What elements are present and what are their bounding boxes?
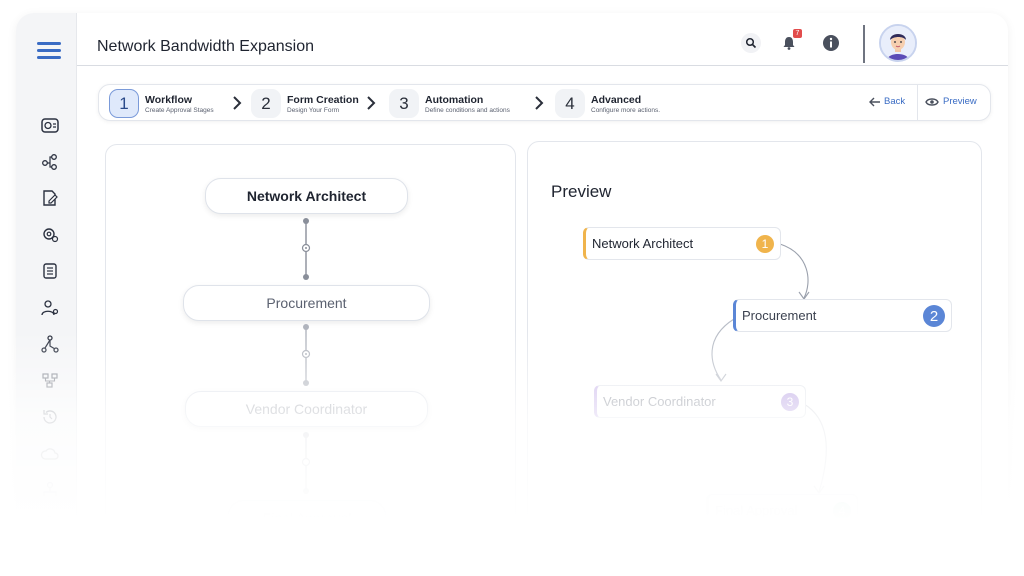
dashboard-icon[interactable] — [40, 116, 60, 136]
back-button[interactable]: Back — [869, 96, 905, 107]
step-subtitle: Design Your Form — [287, 106, 340, 114]
step-title: Automation — [425, 93, 484, 106]
notification-badge: 7 — [793, 29, 802, 38]
stage-node-final-approval[interactable]: Final Approval — [228, 500, 386, 533]
step-number: 3 — [389, 89, 419, 118]
org-chart-icon[interactable] — [40, 370, 60, 390]
preview-node-label: Final Approval — [715, 503, 798, 518]
app-window: Network Bandwidth Expansion 7 — [16, 13, 1008, 533]
cloud-settings-icon[interactable] — [40, 444, 60, 464]
eye-icon — [925, 97, 939, 106]
header: Network Bandwidth Expansion 7 — [77, 13, 1008, 66]
workflow-builder-panel: Network Architect Procurement Vendor Coo… — [105, 144, 516, 533]
chevron-right-icon — [367, 96, 376, 110]
form-edit-icon[interactable] — [40, 188, 60, 208]
step-form-creation[interactable]: 2 Form Creation Design Your Form — [251, 89, 359, 118]
stage-node-vendor-coordinator[interactable]: Vendor Coordinator — [185, 391, 428, 427]
step-subtitle: Create Approval Stages — [145, 106, 214, 114]
preview-node-label: Vendor Coordinator — [603, 394, 716, 409]
settings-gear-icon[interactable] — [40, 225, 60, 245]
preview-flow-arrows — [711, 243, 827, 494]
step-number: 1 — [109, 89, 139, 118]
arrow-left-icon — [869, 97, 880, 106]
document-list-icon[interactable] — [40, 261, 60, 281]
avatar[interactable] — [879, 24, 917, 62]
step-automation[interactable]: 3 Automation Define conditions and actio… — [389, 89, 510, 118]
step-number: 4 — [555, 89, 585, 118]
history-icon[interactable] — [40, 407, 60, 427]
menu-icon[interactable] — [37, 42, 61, 60]
workflow-icon[interactable] — [40, 152, 60, 172]
preview-panel: Preview Network Architect 1 Procurement … — [527, 141, 982, 533]
page-title: Network Bandwidth Expansion — [97, 38, 315, 55]
preview-node-label: Network Architect — [592, 236, 694, 251]
stage-node-procurement[interactable]: Procurement — [183, 285, 430, 321]
preview-node-number: 4 — [833, 502, 851, 520]
preview-node-network-architect[interactable]: Network Architect 1 — [583, 227, 781, 260]
users-settings-icon[interactable] — [40, 298, 60, 318]
step-number: 2 — [251, 89, 281, 118]
stage-node-network-architect[interactable]: Network Architect — [205, 178, 408, 214]
search-icon[interactable] — [741, 33, 761, 53]
stage-connector — [301, 218, 311, 280]
bell-icon[interactable]: 7 — [779, 29, 802, 53]
user-icon[interactable] — [40, 513, 60, 533]
chevron-right-icon — [535, 96, 544, 110]
preview-label: Preview — [943, 96, 977, 107]
step-title: Workflow — [145, 93, 193, 106]
preview-node-label: Procurement — [742, 308, 817, 323]
step-subtitle: Configure more actions. — [591, 106, 661, 114]
preview-node-final-approval[interactable]: Final Approval 4 — [706, 494, 858, 527]
preview-node-procurement[interactable]: Procurement 2 — [733, 299, 952, 332]
step-title: Advanced — [591, 93, 642, 106]
stage-connector — [301, 324, 311, 386]
header-divider — [863, 25, 865, 63]
preview-node-vendor-coordinator[interactable]: Vendor Coordinator 3 — [594, 385, 806, 418]
stage-connector — [301, 432, 311, 494]
preview-node-number: 1 — [756, 235, 774, 253]
preview-node-number: 2 — [923, 305, 945, 327]
team-tree-icon[interactable] — [40, 480, 60, 500]
step-advanced[interactable]: 4 Advanced Configure more actions. — [555, 89, 660, 118]
preview-node-number: 3 — [781, 393, 799, 411]
sidebar — [16, 13, 77, 533]
stepper-divider — [917, 85, 918, 120]
step-title: Form Creation — [287, 93, 359, 106]
step-workflow[interactable]: 1 Workflow Create Approval Stages — [109, 89, 214, 118]
chevron-right-icon — [233, 96, 242, 110]
step-subtitle: Define conditions and actions — [425, 106, 510, 114]
info-icon[interactable] — [821, 33, 841, 53]
hierarchy-icon[interactable] — [40, 334, 60, 354]
preview-button[interactable]: Preview — [925, 96, 977, 107]
stepper: 1 Workflow Create Approval Stages 2 Form… — [98, 84, 991, 121]
back-label: Back — [884, 96, 906, 107]
